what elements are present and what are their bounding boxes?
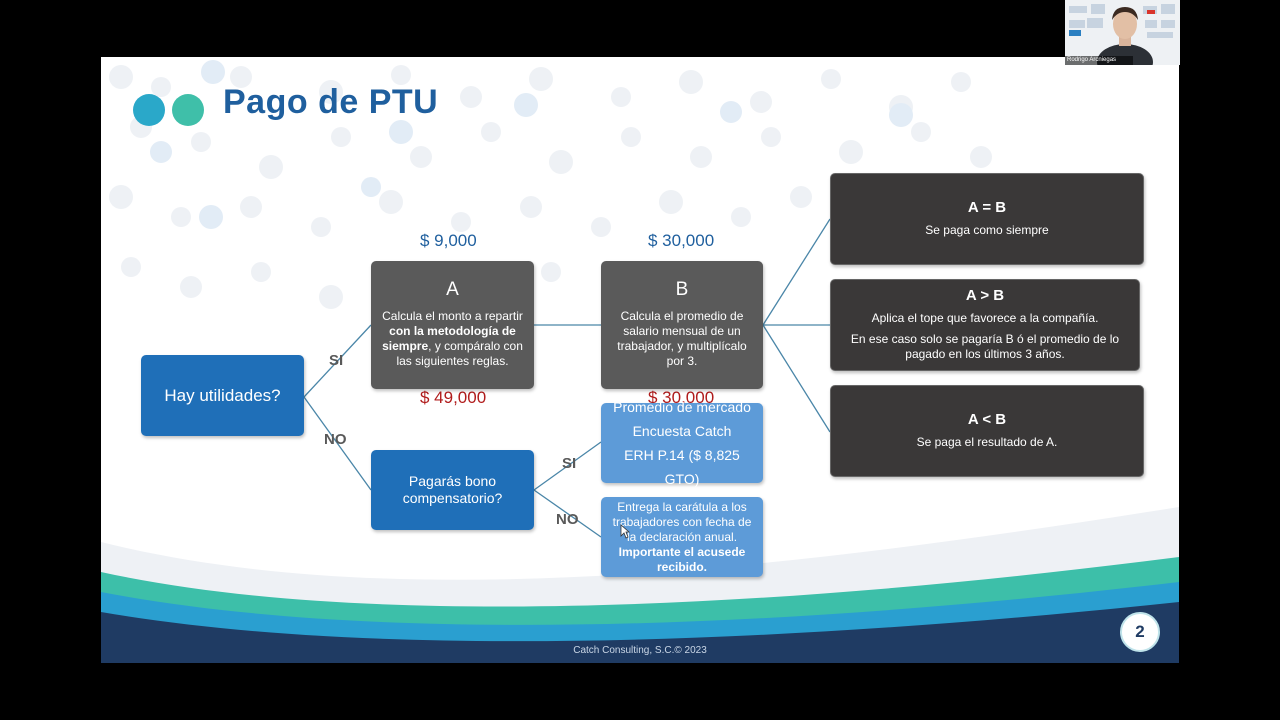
slide-title: Pago de PTU [223, 83, 439, 121]
rule-title: A > B [965, 287, 1005, 304]
box-a-text: Calcula el monto a repartir con la metod… [382, 308, 523, 368]
box-b: B Calcula el promedio de salario mensual… [601, 261, 763, 389]
mercado-line-3: ERH P.14 ($ 8,825 GTO) [624, 447, 740, 487]
dot-pattern-background [109, 60, 992, 309]
page-number-badge: 2 [1120, 612, 1160, 652]
rule-box-a-equals-b: A = B Se paga como siempre [830, 173, 1144, 265]
entrega-box: Entrega la carátula a los trabajadores c… [601, 497, 763, 577]
box-a: A Calcula el monto a repartir con la met… [371, 261, 534, 389]
footer-copyright: Catch Consulting, S.C.© 2023 [573, 645, 707, 656]
rule-text: Se paga como siempre [925, 223, 1049, 237]
box-a-heading: A [446, 278, 459, 300]
amount-b-top: $ 30,000 [648, 231, 715, 250]
rule-box-a-less-b: A < B Se paga el resultado de A. [830, 385, 1144, 477]
webcam-background-logos [1065, 0, 1180, 65]
mercado-box: Promedio de mercado Encuesta Catch ERH P… [601, 399, 763, 487]
entrega-text: Entrega la carátula a los trabajadores c… [612, 499, 752, 544]
amount-b-bottom: $ 30,000 [648, 388, 715, 407]
mercado-line-2: Encuesta Catch [632, 423, 732, 439]
amount-a-bottom: $ 49,000 [420, 388, 487, 407]
branch-label-no-2: NO [556, 511, 579, 528]
box-b-text: Calcula el promedio de salario mensual d… [617, 308, 747, 368]
slide: Pago de PTU $ 9,000 $ 30,000 $ 49,000 $ … [101, 57, 1179, 663]
amount-a-top: $ 9,000 [420, 231, 477, 250]
rule-text: Aplica el tope que favorece a la compañí… [871, 311, 1099, 325]
box-b-heading: B [675, 278, 689, 300]
entrega-bold-text: Importante el acusede recibido. [618, 544, 746, 574]
mercado-line-1: Promedio de mercado [613, 399, 751, 415]
rule-title: A = B [967, 199, 1007, 216]
webcam-thumbnail[interactable]: Rodrigo Arcniegas [1065, 0, 1180, 65]
flow-connectors [303, 218, 831, 538]
title-dot-1 [133, 94, 165, 126]
branch-label-no: NO [324, 431, 347, 448]
mouse-cursor-icon [620, 524, 630, 539]
title-dot-2 [172, 94, 204, 126]
bono-question-box: Pagarás bono compensatorio? [371, 450, 534, 530]
rule-box-a-greater-b: A > B Aplica el tope que favorece a la c… [830, 279, 1140, 371]
root-question-text: Hay utilidades? [164, 386, 281, 405]
rule-text: En ese caso solo se pagaría B ó el prome… [850, 332, 1120, 361]
bono-question-text: Pagarás bono compensatorio? [402, 473, 503, 506]
webcam-name-label: Rodrigo Arcniegas [1065, 56, 1133, 65]
root-question-box: Hay utilidades? [141, 355, 304, 436]
branch-label-si-2: SI [562, 455, 577, 472]
branch-label-si: SI [329, 352, 344, 369]
rule-title: A < B [967, 411, 1007, 428]
rule-text: Se paga el resultado de A. [916, 435, 1058, 449]
footer-wave [101, 507, 1179, 663]
